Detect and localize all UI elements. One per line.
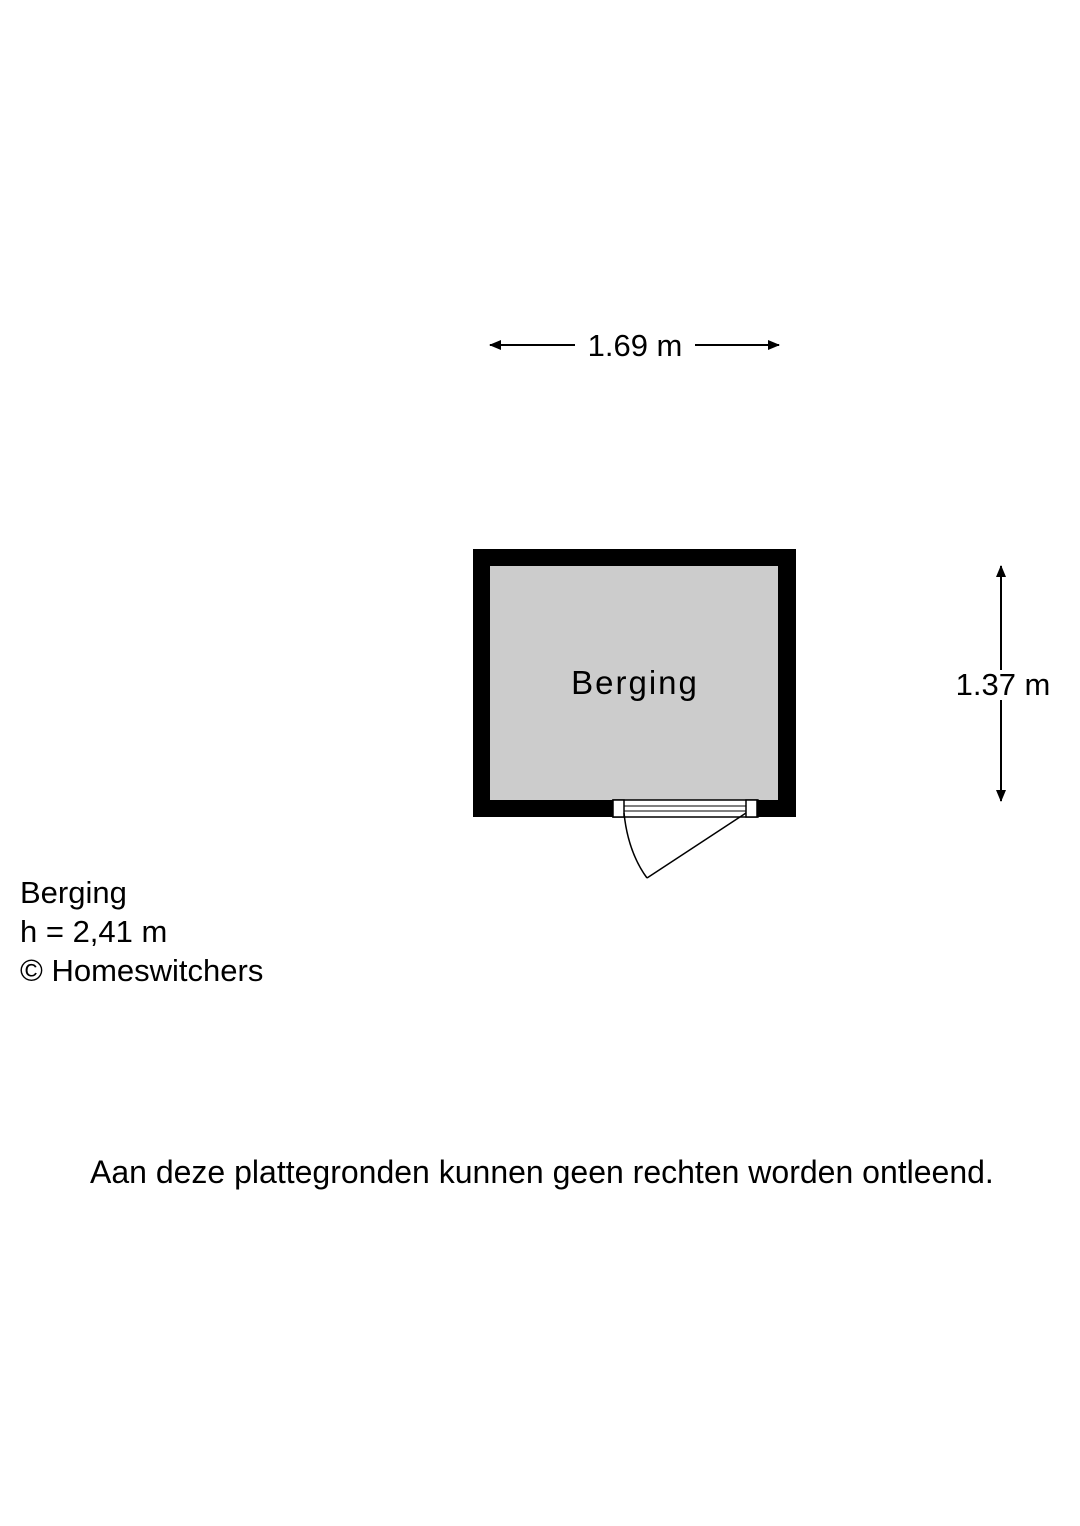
depth-label: 1.37 m xyxy=(956,667,1051,702)
info-height: h = 2,41 m xyxy=(20,914,168,949)
info-copyright: © Homeswitchers xyxy=(20,953,264,988)
room-label: Berging xyxy=(571,664,699,701)
door-jamb-left xyxy=(612,799,625,818)
door-jamb-right xyxy=(745,799,758,818)
depth-dimension: 1.37 m xyxy=(956,565,1051,802)
width-dimension: 1.69 m xyxy=(489,328,780,363)
door-opening xyxy=(613,800,758,817)
door-swing-arc xyxy=(623,812,648,879)
room-floor xyxy=(490,566,778,800)
door-leaf xyxy=(646,812,747,879)
info-room-name: Berging xyxy=(20,875,127,910)
width-label: 1.69 m xyxy=(588,328,683,363)
room-berging: Berging xyxy=(473,549,796,879)
room-info: Berging h = 2,41 m © Homeswitchers xyxy=(20,873,263,990)
disclaimer-text: Aan deze plattegronden kunnen geen recht… xyxy=(90,1154,994,1190)
